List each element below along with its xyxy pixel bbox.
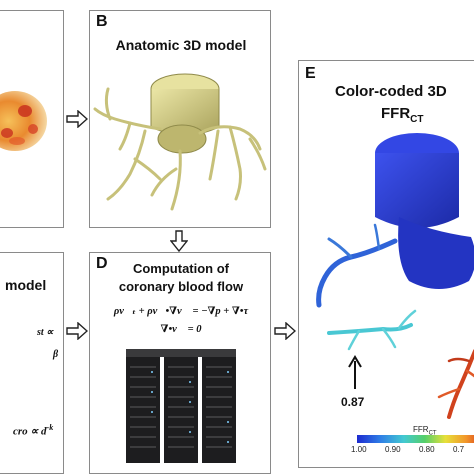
panel-e-letter: E bbox=[305, 65, 316, 82]
arrow-d-to-e bbox=[274, 322, 296, 340]
arrow-b-to-d bbox=[170, 230, 188, 252]
panel-c-equation-3-sup: -k bbox=[46, 423, 54, 432]
arrow-c-to-d bbox=[66, 322, 88, 340]
panel-d-title-line-1: Computation of bbox=[132, 261, 230, 276]
panel-d: D Computation of coronary blood flow ρv⃗… bbox=[89, 252, 271, 474]
colorbar-label: FFRCT bbox=[413, 425, 437, 437]
panel-c-equation-3: cro ∝ d-k bbox=[13, 423, 53, 438]
continuity-equation: ∇•v⃗ = 0 bbox=[160, 324, 202, 335]
panel-c-title: model bbox=[5, 277, 47, 293]
anatomic-model bbox=[93, 73, 267, 211]
panel-e: E Color-coded 3D FFRCT bbox=[298, 60, 474, 468]
navier-stokes-equation: ρv⃗ₜ + ρv⃗•∇v⃗ = −∇p + ∇•τ bbox=[113, 306, 249, 317]
colorbar-tick-1: 1.00 bbox=[351, 445, 367, 454]
panel-c-equation-2: β bbox=[53, 349, 59, 360]
colorbar-tick-3: 0.80 bbox=[419, 445, 435, 454]
panel-b-title: Anatomic 3D model bbox=[115, 37, 247, 53]
arrow-a-to-b bbox=[66, 110, 88, 128]
heart-ct-render bbox=[0, 91, 47, 151]
colorbar-label-ffr: FFR bbox=[413, 425, 429, 434]
panel-b: B Anatomic 3D model bbox=[89, 10, 271, 228]
colorbar-tick-2: 0.90 bbox=[385, 445, 401, 454]
ffr-annotation-value: 0.87 bbox=[341, 395, 365, 409]
panel-e-title-ffr: FFR bbox=[381, 105, 411, 122]
panel-e-title-line-1: Color-coded 3D bbox=[335, 83, 447, 100]
panel-c: model st ∝ β cro ∝ d-k bbox=[0, 252, 64, 474]
ffr-colorbar bbox=[357, 435, 474, 443]
panel-e-title-line-2: FFRCT bbox=[381, 105, 424, 125]
panel-c-equation-1: st ∝ bbox=[37, 327, 54, 338]
panel-e-title-ffr-sub: CT bbox=[410, 114, 424, 125]
panel-d-letter: D bbox=[96, 255, 108, 272]
colorbar-label-sub: CT bbox=[428, 430, 437, 437]
colorbar-tick-4: 0.7 bbox=[453, 445, 465, 454]
supercomputer-icon bbox=[126, 349, 236, 463]
panel-c-equation-3-main: cro ∝ d bbox=[13, 425, 47, 438]
panel-a bbox=[0, 10, 64, 228]
ffr-color-coded-model bbox=[316, 133, 474, 419]
panel-d-title-line-2: coronary blood flow bbox=[118, 279, 244, 294]
panel-b-letter: B bbox=[96, 13, 108, 30]
